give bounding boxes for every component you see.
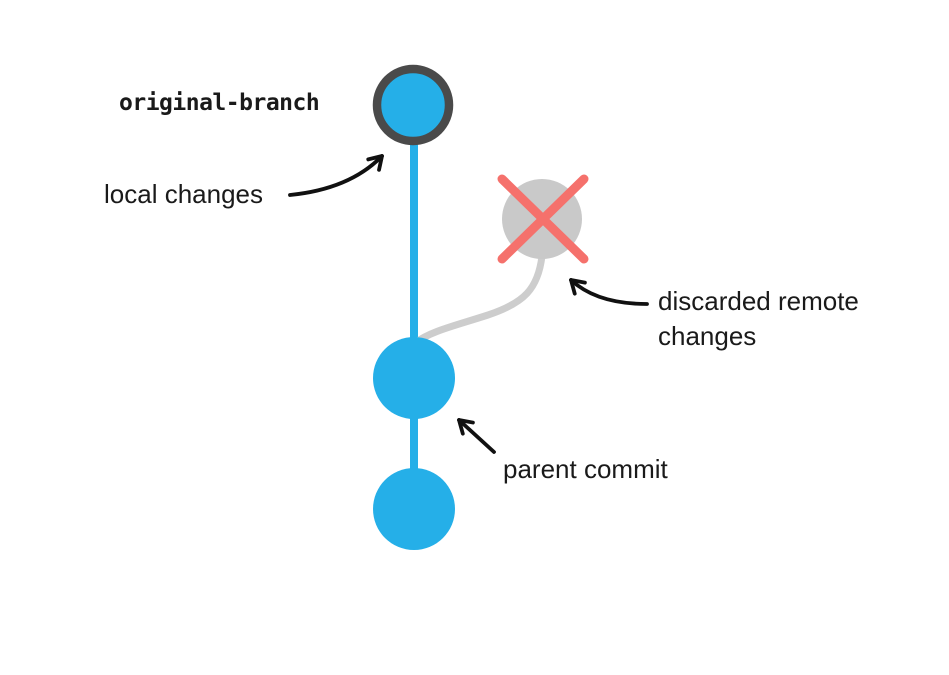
parent-commit-label: parent commit <box>503 454 668 484</box>
local-changes-label: local changes <box>104 179 263 209</box>
discarded-connector-curve <box>411 252 546 347</box>
parent-commit-arrow <box>457 418 496 454</box>
grandparent-commit-node <box>373 468 455 550</box>
red-cross-icon <box>497 174 589 264</box>
discarded-remote-changes-arrow <box>569 278 649 306</box>
branch-name-label: original-branch <box>119 90 320 116</box>
local-changes-arrow <box>288 154 384 197</box>
parent-commit-node <box>373 337 455 419</box>
discarded-remote-changes-label: discarded remote changes <box>658 286 859 351</box>
branch-head-commit-node <box>372 64 454 146</box>
